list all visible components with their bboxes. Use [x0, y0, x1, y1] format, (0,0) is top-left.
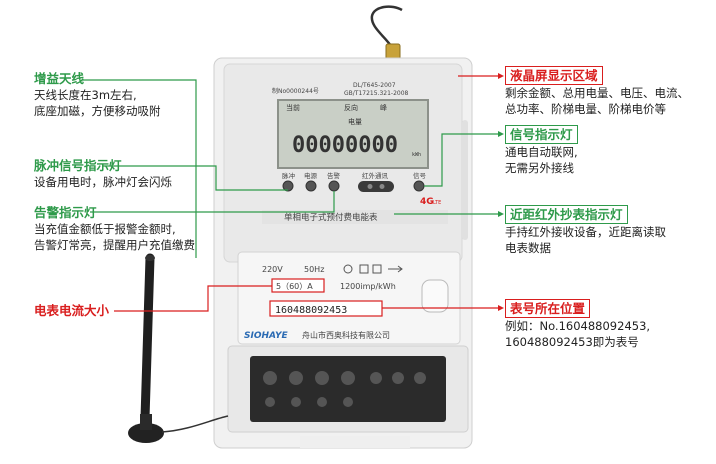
meter-type: 单相电子式预付费电能表 — [284, 212, 378, 223]
callout-infrared-line-2: 电表数据 — [505, 241, 551, 255]
antenna-base — [128, 423, 164, 443]
callout-current: 电表电流大小 — [34, 302, 109, 319]
ind-ir-label: 红外通讯 — [362, 171, 389, 180]
callout-pulse-line-1: 设备用电时，脉冲灯会闪烁 — [34, 175, 172, 189]
lcd-unit: kWh — [412, 152, 421, 158]
signal-led — [413, 180, 425, 192]
callout-lcd: 液晶屏显示区域 剩余金额、总用电量、电压、电流、 总功率、阶梯电量、阶梯电价等 — [505, 66, 689, 117]
brand-logo: SIOHAYE — [244, 331, 288, 341]
pulse-led — [282, 180, 294, 192]
callout-serial-title: 表号所在位置 — [505, 299, 591, 318]
frequency: 50Hz — [304, 265, 324, 274]
current-rating: 5（60）A — [276, 282, 313, 291]
callout-signal-line-2: 无需另外接线 — [505, 161, 574, 175]
nameplate — [237, 251, 461, 345]
serial-number: 160488092453 — [275, 305, 347, 316]
callout-alarm-line-2: 告警灯常亮，提醒用户充值缴费 — [34, 238, 195, 252]
infrared-window — [358, 181, 394, 192]
lcd-label: 电量 — [348, 117, 362, 126]
lcd-top-right: 峰 — [380, 103, 387, 112]
badge-lte: LTE — [433, 200, 441, 206]
standard-1: DL/T645-2007 — [353, 82, 396, 89]
callout-signal-line-1: 通电自动联网, — [505, 145, 578, 159]
antenna-cable — [370, 5, 403, 53]
ind-alarm-label: 告警 — [327, 171, 341, 180]
callout-antenna-title: 增益天线 — [34, 71, 85, 86]
lcd-digits: 00000000 — [292, 133, 398, 158]
callout-alarm-line-1: 当充值金额低于报警金额时, — [34, 222, 176, 236]
callout-pulse-title: 脉冲信号指示灯 — [34, 158, 122, 173]
callout-lcd-line-1: 剩余金额、总用电量、电压、电流、 — [505, 86, 689, 100]
meter-constant: 1200imp/kWh — [340, 282, 396, 291]
callout-current-title: 电表电流大小 — [34, 303, 110, 318]
callout-signal: 信号指示灯 通电自动联网, 无需另外接线 — [505, 125, 578, 176]
callout-lcd-line-2: 总功率、阶梯电量、阶梯电价等 — [505, 102, 666, 116]
lcd-top-mid: 反向 — [344, 103, 358, 112]
power-led — [305, 180, 317, 192]
company-name: 舟山市西奥科技有限公司 — [302, 330, 390, 340]
callout-serial-line-2: 160488092453即为表号 — [505, 335, 639, 349]
callout-infrared: 近距红外抄表指示灯 手持红外接收设备，近距离读取 电表数据 — [505, 205, 666, 256]
callout-antenna-line-2: 底座加磁，方便移动吸附 — [34, 104, 161, 118]
ind-signal-label: 信号 — [413, 171, 427, 180]
lcd-screen — [277, 99, 429, 169]
callout-antenna: 增益天线 天线长度在3m左右, 底座加磁，方便移动吸附 — [34, 70, 161, 119]
ind-power-label: 电源 — [304, 171, 318, 180]
alarm-led — [328, 180, 340, 192]
voltage: 220V — [262, 265, 283, 274]
callout-serial: 表号所在位置 例如：No.160488092453, 160488092453即… — [505, 299, 650, 350]
callout-infrared-line-1: 手持红外接收设备，近距离读取 — [505, 225, 666, 239]
callout-pulse: 脉冲信号指示灯 设备用电时，脉冲灯会闪烁 — [34, 157, 172, 190]
callout-antenna-line-1: 天线长度在3m左右, — [34, 88, 137, 102]
antenna-mast — [140, 253, 155, 423]
callout-lcd-title: 液晶屏显示区域 — [505, 66, 603, 85]
callout-alarm: 告警指示灯 当充值金额低于报警金额时, 告警灯常亮，提醒用户充值缴费 — [34, 204, 195, 253]
badge-4g: 4G — [420, 197, 434, 207]
callout-alarm-title: 告警指示灯 — [34, 205, 97, 220]
ind-pulse-label: 脉冲 — [282, 171, 296, 180]
callout-infrared-title: 近距红外抄表指示灯 — [505, 205, 628, 224]
standard-2: GB/T17215.321-2008 — [344, 90, 409, 97]
callout-signal-title: 信号指示灯 — [505, 125, 578, 144]
plate-number: 制No0000244号 — [272, 87, 319, 95]
seal — [421, 279, 449, 313]
callout-serial-line-1: 例如：No.160488092453, — [505, 319, 651, 333]
lcd-top-left: 当前 — [286, 103, 300, 112]
